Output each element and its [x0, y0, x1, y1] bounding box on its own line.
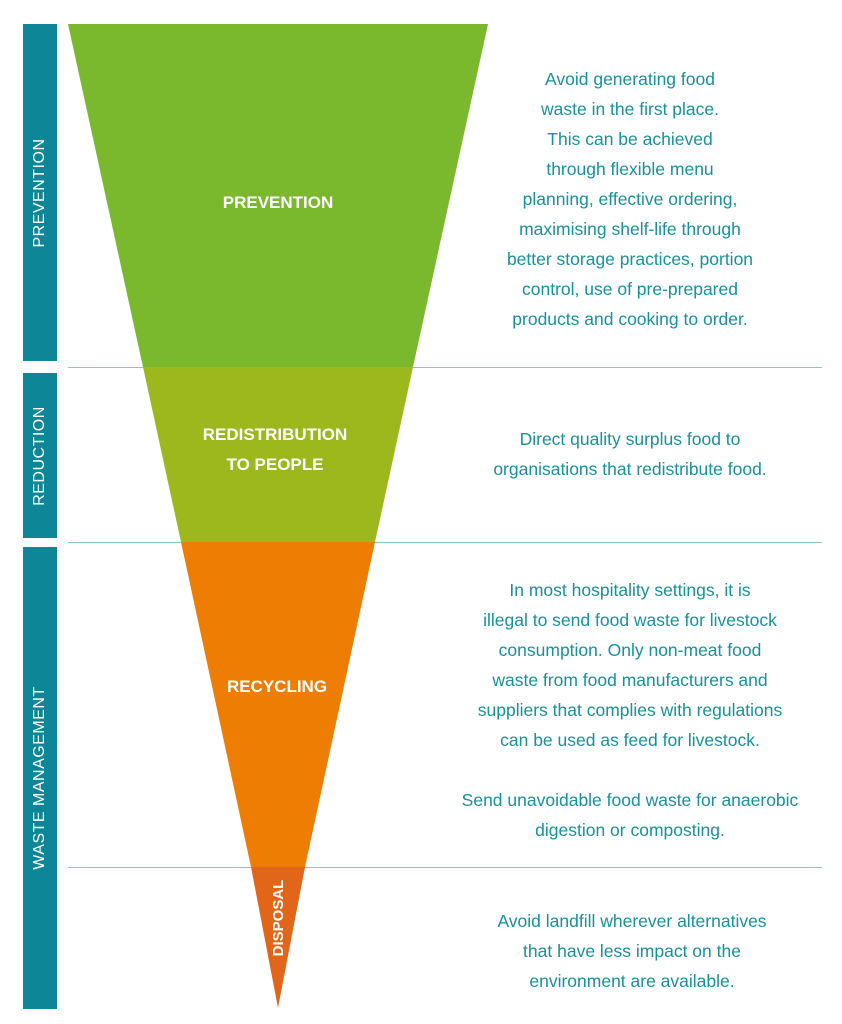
- funnel-segment-recycling: [181, 542, 375, 867]
- stage-label-prevention: PREVENTION: [222, 193, 334, 212]
- description-prevention: Avoid generating food waste in the first…: [506, 69, 754, 329]
- sidebar-reduction: REDUCTION: [23, 373, 57, 538]
- sidebar-prevention: PREVENTION: [23, 24, 57, 361]
- funnel-segment-redistribution: [143, 367, 413, 542]
- description-redistribution: Direct quality surplus food to organisat…: [493, 429, 767, 479]
- divider-waste-management: [68, 542, 822, 543]
- funnel-segment-disposal: [251, 867, 305, 1008]
- description-recycling: In most hospitality settings, it is ille…: [461, 580, 799, 840]
- divider-disposal: [68, 867, 822, 868]
- stage-label-recycling: RECYCLING: [226, 677, 328, 696]
- description-disposal: Avoid landfill wherever alternatives tha…: [497, 911, 767, 991]
- divider-reduction: [68, 367, 822, 368]
- funnel-segment-prevention: [68, 24, 488, 367]
- sidebar-waste-management: WASTE MANAGEMENT: [23, 547, 57, 1009]
- stage-label-disposal: DISPOSAL: [270, 880, 287, 957]
- stage-label-redistribution: REDISTRIBUTION TO PEOPLE: [202, 425, 348, 474]
